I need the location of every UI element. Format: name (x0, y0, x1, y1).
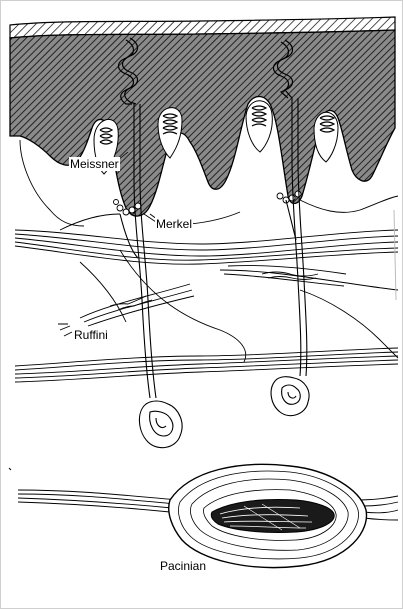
edge-shadow (394, 210, 396, 300)
dermal-curves (80, 250, 398, 362)
pacinian-corpuscle (169, 464, 367, 567)
bulbous-endings (139, 377, 309, 448)
label-pacinian: Pacinian (159, 559, 207, 573)
label-ruffini: Ruffini (73, 328, 109, 342)
ruffini-endings (58, 265, 398, 336)
collagen-bundles (15, 230, 398, 382)
label-meissner: Meissner (69, 157, 120, 171)
stray-mark (9, 468, 11, 470)
label-merkel: Merkel (155, 217, 193, 231)
